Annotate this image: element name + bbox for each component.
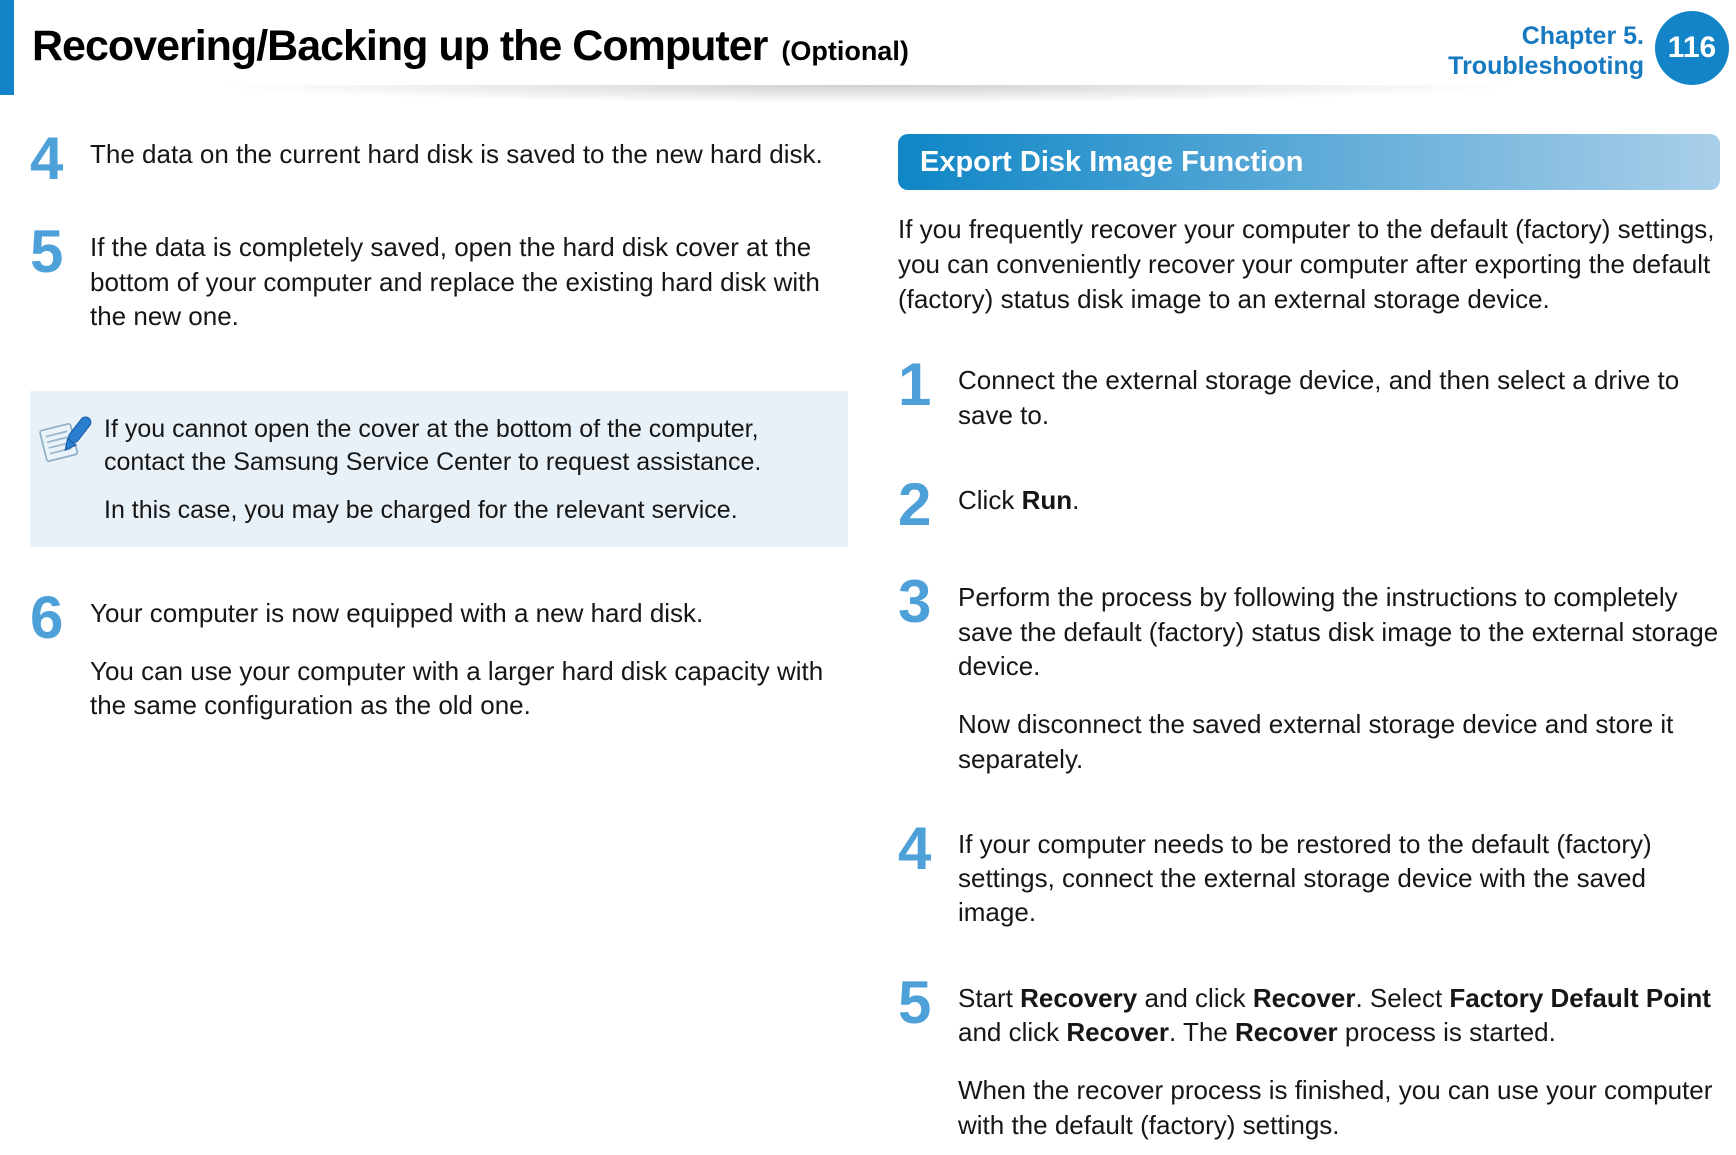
step-paragraph: Your computer is now equipped with a new… (90, 597, 704, 628)
step-item-5-right: 5 Start Recovery and click Recover. Sele… (898, 968, 1720, 1142)
chapter-line2: Troubleshooting (1448, 51, 1644, 80)
step-item-1: 1 Connect the external storage device, a… (898, 351, 1720, 432)
step-item-6: 6 Your computer is now equipped with a n… (30, 583, 848, 723)
step-number: 6 (30, 583, 64, 651)
step-paragraph: The data on the current hard disk is sav… (90, 139, 823, 169)
notepad-pen-icon (38, 411, 94, 467)
section-header: Export Disk Image Function (898, 134, 1720, 190)
page-title-suffix: (Optional) (781, 36, 909, 66)
step-text: The data on the current hard disk is sav… (90, 134, 823, 183)
step-number: 3 (898, 568, 932, 636)
step-paragraph: When the recover process is finished, yo… (958, 1075, 1713, 1140)
step-number: 4 (30, 125, 64, 192)
section-intro: If you frequently recover your computer … (898, 214, 1715, 314)
step-paragraph: You can use your computer with a larger … (90, 655, 824, 721)
section-title: Export Disk Image Function (920, 145, 1304, 178)
page-number: 116 (1667, 31, 1717, 64)
step-item-4-right: 4 If your computer needs to be restored … (898, 814, 1720, 930)
step-number: 4 (898, 814, 932, 882)
note-line: If you cannot open the cover at the bott… (104, 415, 762, 476)
step-paragraph: Connect the external storage device, and… (958, 365, 1680, 430)
step-item-2: 2 Click Run. (898, 471, 1720, 539)
step-text: If the data is completely saved, open th… (90, 227, 848, 333)
step-text: Click Run. (958, 480, 1079, 529)
step-text: Start Recovery and click Recover. Select… (958, 978, 1720, 1142)
header-accent-bar (0, 0, 14, 95)
chapter-label: Chapter 5. Troubleshooting (1448, 22, 1644, 81)
step-item-3: 3 Perform the process by following the i… (898, 568, 1720, 776)
header-shadow (0, 85, 1736, 111)
step-number: 2 (898, 471, 932, 539)
title-row: Recovering/Backing up the Computer (Opti… (32, 22, 909, 71)
page-number-badge: 116 (1655, 11, 1729, 85)
step-text: Your computer is now equipped with a new… (90, 593, 848, 723)
left-column: 4 The data on the current hard disk is s… (30, 125, 848, 1142)
step-number: 5 (30, 218, 64, 286)
chapter-line1: Chapter 5. (1521, 22, 1644, 50)
page-header: Recovering/Backing up the Computer (Opti… (0, 0, 1736, 111)
step-text: If your computer needs to be restored to… (958, 824, 1720, 930)
note-box: If you cannot open the cover at the bott… (30, 391, 848, 547)
step-item-5: 5 If the data is completely saved, open … (30, 218, 848, 333)
step-paragraph: If the data is completely saved, open th… (90, 232, 820, 331)
right-column: Export Disk Image Function If you freque… (898, 134, 1720, 1142)
step-text: Connect the external storage device, and… (958, 360, 1720, 432)
step-item-4: 4 The data on the current hard disk is s… (30, 125, 848, 192)
main-content: 4 The data on the current hard disk is s… (0, 96, 1736, 1142)
step-number: 5 (898, 968, 932, 1036)
step-text: Perform the process by following the ins… (958, 577, 1720, 776)
step-paragraph: Click Run. (958, 485, 1080, 516)
note-text: If you cannot open the cover at the bott… (104, 413, 824, 527)
step-number: 1 (898, 351, 932, 419)
note-line: In this case, you may be charged for the… (104, 496, 738, 525)
step-paragraph: Start Recovery and click Recover. Select… (958, 982, 1711, 1048)
step-paragraph: Perform the process by following the ins… (958, 582, 1719, 681)
step-paragraph: Now disconnect the saved external storag… (958, 709, 1674, 774)
step-paragraph: If your computer needs to be restored to… (958, 828, 1652, 928)
page-title: Recovering/Backing up the Computer (32, 22, 768, 70)
